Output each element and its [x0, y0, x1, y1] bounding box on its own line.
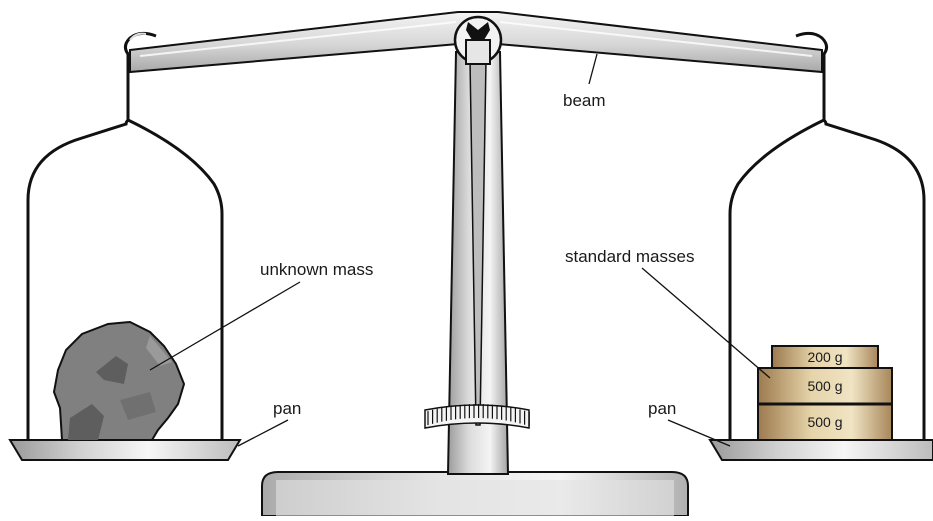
- pivot: [453, 15, 503, 65]
- label-standard-masses: standard masses: [565, 247, 694, 266]
- unknown-mass-rock: [52, 320, 186, 441]
- right-pan: [708, 439, 933, 461]
- weight-block-500g-bottom: [757, 403, 893, 441]
- left-pan: [8, 439, 242, 461]
- standard-masses-leader-line: [641, 267, 771, 379]
- right-hanger: [728, 31, 926, 440]
- label-beam: beam: [563, 91, 606, 110]
- pointer-scale: [424, 404, 530, 429]
- label-pan-left: pan: [273, 399, 301, 418]
- weight-label-200g: 200 g: [807, 349, 842, 365]
- label-leader-lines: [149, 53, 771, 447]
- label-pan-right: pan: [648, 399, 676, 418]
- balance-base: [261, 471, 689, 517]
- unknown-mass-leader-line: [149, 281, 301, 371]
- weight-label-500g-bottom: 500 g: [807, 414, 842, 430]
- left-pan-leader-line: [237, 419, 289, 447]
- left-hanger: [26, 31, 224, 440]
- standard-masses-stack: 200 g 500 g 500 g: [757, 345, 893, 441]
- weight-label-500g-top: 500 g: [807, 378, 842, 394]
- beam-leader-line: [588, 53, 598, 85]
- right-pan-leader-line: [667, 419, 731, 447]
- label-unknown-mass: unknown mass: [260, 260, 373, 279]
